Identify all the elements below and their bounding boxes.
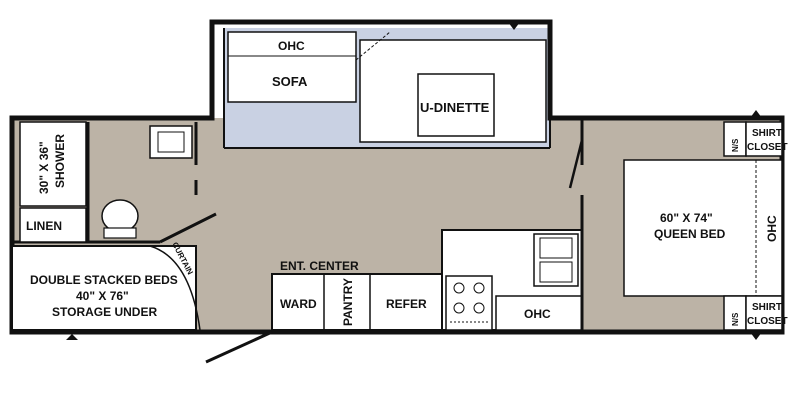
linen-closet xyxy=(19,207,87,243)
bedroom-door xyxy=(568,139,584,189)
ohc-bed-label: OHC xyxy=(765,215,779,242)
burner-icon xyxy=(473,302,485,314)
marker-icon xyxy=(66,334,78,340)
shower-label-2: SHOWER xyxy=(53,134,67,188)
shirt-closet-top-label-1: SHIRT xyxy=(752,128,782,139)
linen-label: LINEN xyxy=(26,219,62,233)
toilet-icon xyxy=(101,199,139,233)
slide-out-lines xyxy=(223,28,551,149)
shirt-closet-bottom xyxy=(745,295,783,331)
sofa xyxy=(227,31,357,103)
ent-center-label: ENT. CENTER xyxy=(280,259,359,273)
ward-label: WARD xyxy=(280,297,317,311)
beds-label-3: STORAGE UNDER xyxy=(52,305,157,319)
marker-icon xyxy=(508,22,520,30)
burner-icon xyxy=(473,282,485,294)
shower-label-1: 30" X 36" xyxy=(37,141,51,194)
shirt-closet-bottom-label-1: SHIRT xyxy=(752,302,782,313)
ohc-top-label: OHC xyxy=(278,39,305,53)
u-dinette-label: U-DINETTE xyxy=(420,100,490,115)
ohc-kitchen xyxy=(495,295,583,331)
ns-top-label: N/S xyxy=(731,138,740,152)
double-stacked-beds xyxy=(11,245,197,331)
kitchen-sink-basin-bottom xyxy=(539,261,573,283)
bathroom-door xyxy=(159,212,217,244)
toilet-tank xyxy=(103,227,137,239)
marker-icon xyxy=(750,110,762,118)
beds-label-2: 40" X 76" xyxy=(76,289,129,303)
ent-center xyxy=(271,273,443,331)
entry-door xyxy=(205,330,273,364)
queen-bed-label-2: QUEEN BED xyxy=(654,227,726,241)
dinette-diagonal xyxy=(355,31,391,61)
shirt-closet-top-label-2: CLOSET xyxy=(747,142,788,153)
ns-bottom-label: N/S xyxy=(731,312,740,326)
curtain-line xyxy=(149,245,201,331)
sofa-label: SOFA xyxy=(272,74,308,89)
shower xyxy=(19,121,87,207)
dinette-table xyxy=(417,73,495,137)
ohc-kitchen-label: OHC xyxy=(524,307,551,321)
kitchen-sink-basin-top xyxy=(539,237,573,259)
burner-icon xyxy=(453,302,465,314)
burner-icon xyxy=(453,282,465,294)
shirt-closet-bottom-label-2: CLOSET xyxy=(747,316,788,327)
stove xyxy=(445,275,493,331)
queen-bed-label-1: 60" X 74" xyxy=(660,211,713,225)
shirt-closet-top xyxy=(745,121,783,157)
bath-sink-basin xyxy=(157,131,185,153)
marker-icon xyxy=(750,332,762,340)
beds-label-1: DOUBLE STACKED BEDS xyxy=(30,273,178,287)
pantry-label: PANTRY xyxy=(341,278,355,326)
refer-label: REFER xyxy=(386,297,427,311)
